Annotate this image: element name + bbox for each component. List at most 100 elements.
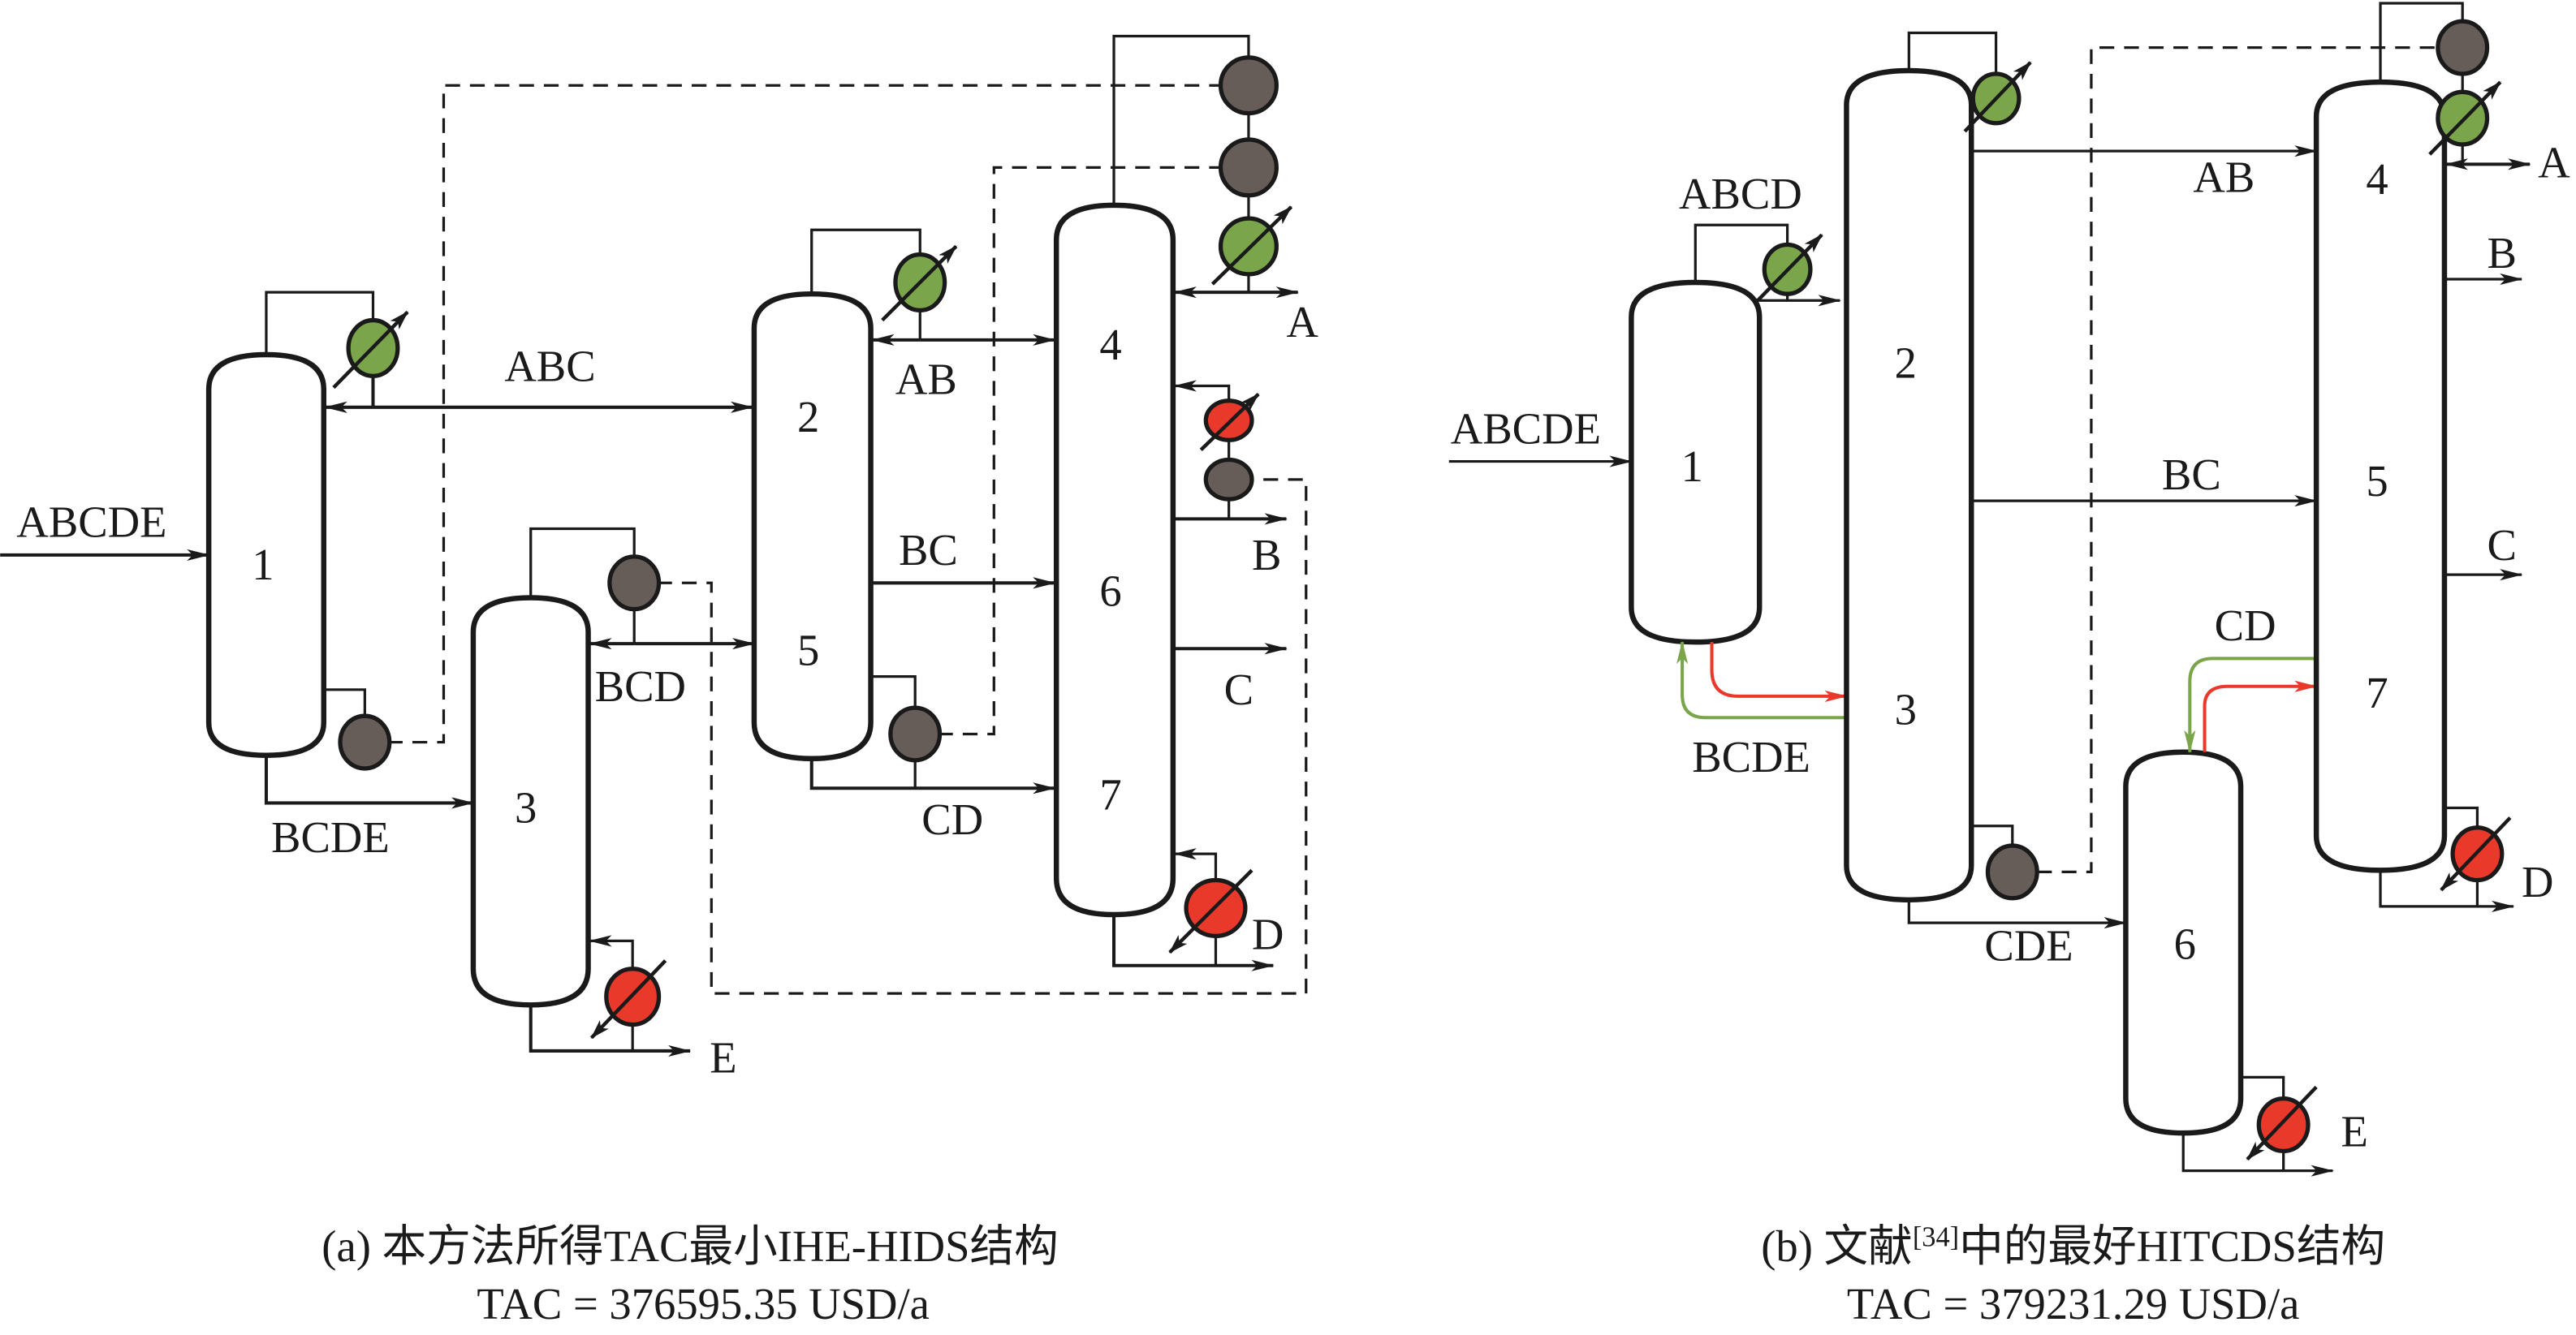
reboiler-line [2241, 1075, 2285, 1100]
stream-label-abcd: ABCD [1679, 169, 1802, 218]
column-3-label: 3 [1895, 684, 1917, 734]
condenser-icon [1963, 61, 2032, 133]
column-2-label: 2 [1895, 338, 1917, 387]
product-d-line [1111, 915, 1275, 971]
column-3-label: 3 [515, 783, 537, 833]
stream-label-cde: CDE [1984, 921, 2073, 971]
column-5-label: 5 [2366, 456, 2388, 506]
reboiler-line [1971, 825, 2014, 846]
condenser-icon [2428, 80, 2502, 156]
column-6-label: 6 [2174, 919, 2196, 969]
diagram-a: ABCDE 1 ABC BCDE 3 BCD E [0, 34, 1318, 1082]
heat-exchanger-icon [2436, 19, 2490, 76]
column-4-label: 4 [2366, 154, 2388, 204]
heat-exchanger-icon [888, 705, 943, 763]
column-7-label: 7 [1099, 770, 1121, 820]
column-6 [2123, 749, 2244, 1136]
column-2-label: 2 [797, 392, 819, 441]
stream-label-cd: CD [2215, 601, 2276, 650]
heat-exchanger-icon [607, 554, 662, 612]
condenser-icon [332, 310, 409, 390]
product-label-b: B [2488, 228, 2517, 278]
side-reboiler-line [1173, 380, 1231, 403]
product-d-line [2379, 870, 2515, 912]
reflux-line [265, 291, 375, 355]
caption-b: (b) 文献[34]中的最好HITCDS结构 TAC = 379231.29 U… [1761, 1221, 2385, 1329]
reflux-line [2379, 2, 2464, 83]
reboiler-icon [589, 959, 667, 1040]
product-label-a: A [2538, 138, 2570, 187]
product-label-b: B [1252, 530, 1281, 579]
caption-a-tac: TAC = 376595.35 USD/a [477, 1279, 930, 1329]
reflux-line [529, 527, 636, 598]
column-2-3 [1844, 67, 1974, 903]
distillate-line [1785, 294, 1841, 307]
condenser-icon [1753, 233, 1823, 305]
stream-label-cd: CD [921, 795, 983, 844]
reboiler-icon [2440, 816, 2512, 892]
stream-label-bcd: BCD [595, 661, 686, 711]
reboiler-line [589, 935, 634, 971]
reflux-line [1112, 34, 1250, 205]
product-label-e: E [710, 1032, 736, 1082]
caption-b-tac: TAC = 379231.29 USD/a [1847, 1279, 2300, 1329]
product-e-line [2181, 1133, 2334, 1177]
reboiler-line [1173, 848, 1218, 881]
heat-integration-line [2037, 46, 2440, 874]
liquid-link-line [2203, 680, 2318, 752]
stream-label-ab: AB [895, 355, 957, 404]
product-label-e: E [2341, 1106, 2367, 1156]
feed-label: ABCDE [1451, 403, 1601, 453]
feed-label: ABCDE [16, 497, 166, 547]
cd-stream-arrow [809, 758, 1056, 795]
column-2-5 [751, 291, 874, 762]
product-label-d: D [2522, 857, 2553, 907]
column-1-label: 1 [1681, 441, 1703, 491]
column-3 [470, 595, 591, 1008]
reboiler-line [2444, 806, 2479, 828]
stream-label-bcde: BCDE [1692, 732, 1810, 782]
product-label-c: C [1224, 665, 1253, 714]
vapor-link-line [2184, 657, 2317, 754]
column-4-label: 4 [1099, 320, 1121, 369]
heat-integration-line-3 [657, 478, 1308, 995]
liquid-link-line [1710, 642, 1848, 702]
reflux-line [1694, 223, 1789, 283]
cde-stream-arrow [1907, 899, 2127, 929]
caption-b-title: (b) 文献[34]中的最好HITCDS结构 [1761, 1221, 2385, 1271]
heat-exchanger-icon [338, 713, 392, 771]
reflux-line [1907, 31, 1998, 76]
column-6-label: 6 [1099, 566, 1121, 616]
reboiler-icon [1168, 868, 1253, 954]
reboiler-line [870, 675, 917, 708]
stream-label-abc: ABC [504, 341, 595, 390]
stream-label-bc: BC [899, 525, 958, 575]
column-1 [205, 351, 327, 758]
heat-exchanger-icon [1985, 843, 2039, 901]
heat-exchanger-icon [1218, 55, 1279, 116]
diagram-b: ABCDE 1 ABCD BCDE 2 3 AB BC CDE [1448, 2, 2570, 1177]
condenser-icon [881, 244, 958, 322]
reflux-line [810, 228, 921, 295]
stream-label-ab: AB [2193, 153, 2255, 202]
caption-a-title: (a) 本方法所得TAC最小IHE-HIDS结构 [321, 1221, 1058, 1271]
column-7-label: 7 [2366, 668, 2388, 717]
heat-integration-line-2 [938, 166, 1226, 736]
heat-exchanger-icon [1203, 457, 1254, 502]
vapor-link-line [1676, 640, 1847, 720]
reboiler-icon [2246, 1085, 2318, 1161]
citation-superscript: [34] [1913, 1222, 1959, 1253]
condenser-icon [1210, 205, 1293, 286]
product-label-c: C [2488, 520, 2517, 570]
product-label-d: D [1252, 910, 1284, 959]
reboiler-icon [1199, 393, 1260, 451]
stream-label-bc: BC [2162, 450, 2221, 499]
product-label-a: A [1286, 297, 1318, 347]
heat-integration-line-1 [387, 84, 1226, 744]
column-1-label: 1 [252, 540, 274, 589]
product-e-line [529, 1005, 692, 1057]
bottoms-line [264, 755, 475, 809]
heat-exchanger-icon [1218, 137, 1279, 198]
caption-a: (a) 本方法所得TAC最小IHE-HIDS结构 TAC = 376595.35… [321, 1221, 1058, 1329]
